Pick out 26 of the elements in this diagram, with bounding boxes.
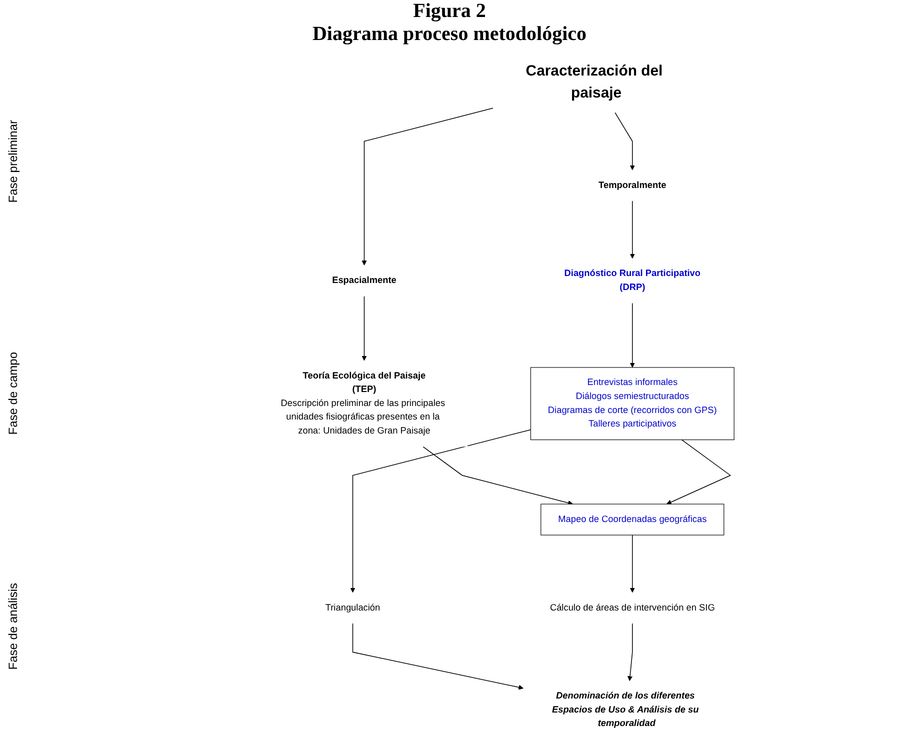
node-text: Espacialmente: [332, 276, 396, 286]
phase-label: Fase de análisis: [6, 582, 21, 670]
arrow: [628, 623, 633, 682]
phase-label: Fase preliminar: [6, 120, 21, 203]
arrow: [630, 302, 635, 368]
node-text: Temporalmente: [598, 180, 666, 190]
node-text: Denominación de los diferentes Espacios de Uso & Análisis de su temporalidad: [552, 691, 699, 728]
arrow: [362, 296, 367, 361]
node-box: Entrevistas informales Diálogos semiestructurados Diagramas de corte (recorridos con GPS) Talleres participativos: [530, 367, 734, 440]
figure-title: Figura 2: [413, 0, 486, 23]
phase-label: Fase de campo: [6, 352, 21, 434]
node-text: Diagnóstico Rural Participativo (DRP): [564, 268, 701, 292]
node-text: Triangulación: [325, 602, 380, 613]
arrow: [630, 534, 635, 593]
arrow: [630, 200, 635, 259]
figure-caption: Diagrama proceso metodológico: [312, 23, 587, 46]
arrow: [362, 108, 494, 266]
arrow: [666, 439, 732, 504]
arrow: [350, 429, 532, 593]
arrow: [422, 446, 573, 506]
node-text: Cálculo de áreas de intervención en SIG: [550, 602, 715, 613]
node-text: Caracterización del paisaje: [526, 62, 663, 102]
node-text: Teoría Ecológica del Paisaje (TEP) Descripción preliminar de las principales unidades fisiográficas presentes en la zona: Unidades de Gran Paisaje: [280, 370, 446, 436]
arrow: [614, 112, 635, 170]
node-box: Mapeo de Coordenadas geográficas: [540, 504, 724, 536]
arrow: [352, 623, 524, 690]
